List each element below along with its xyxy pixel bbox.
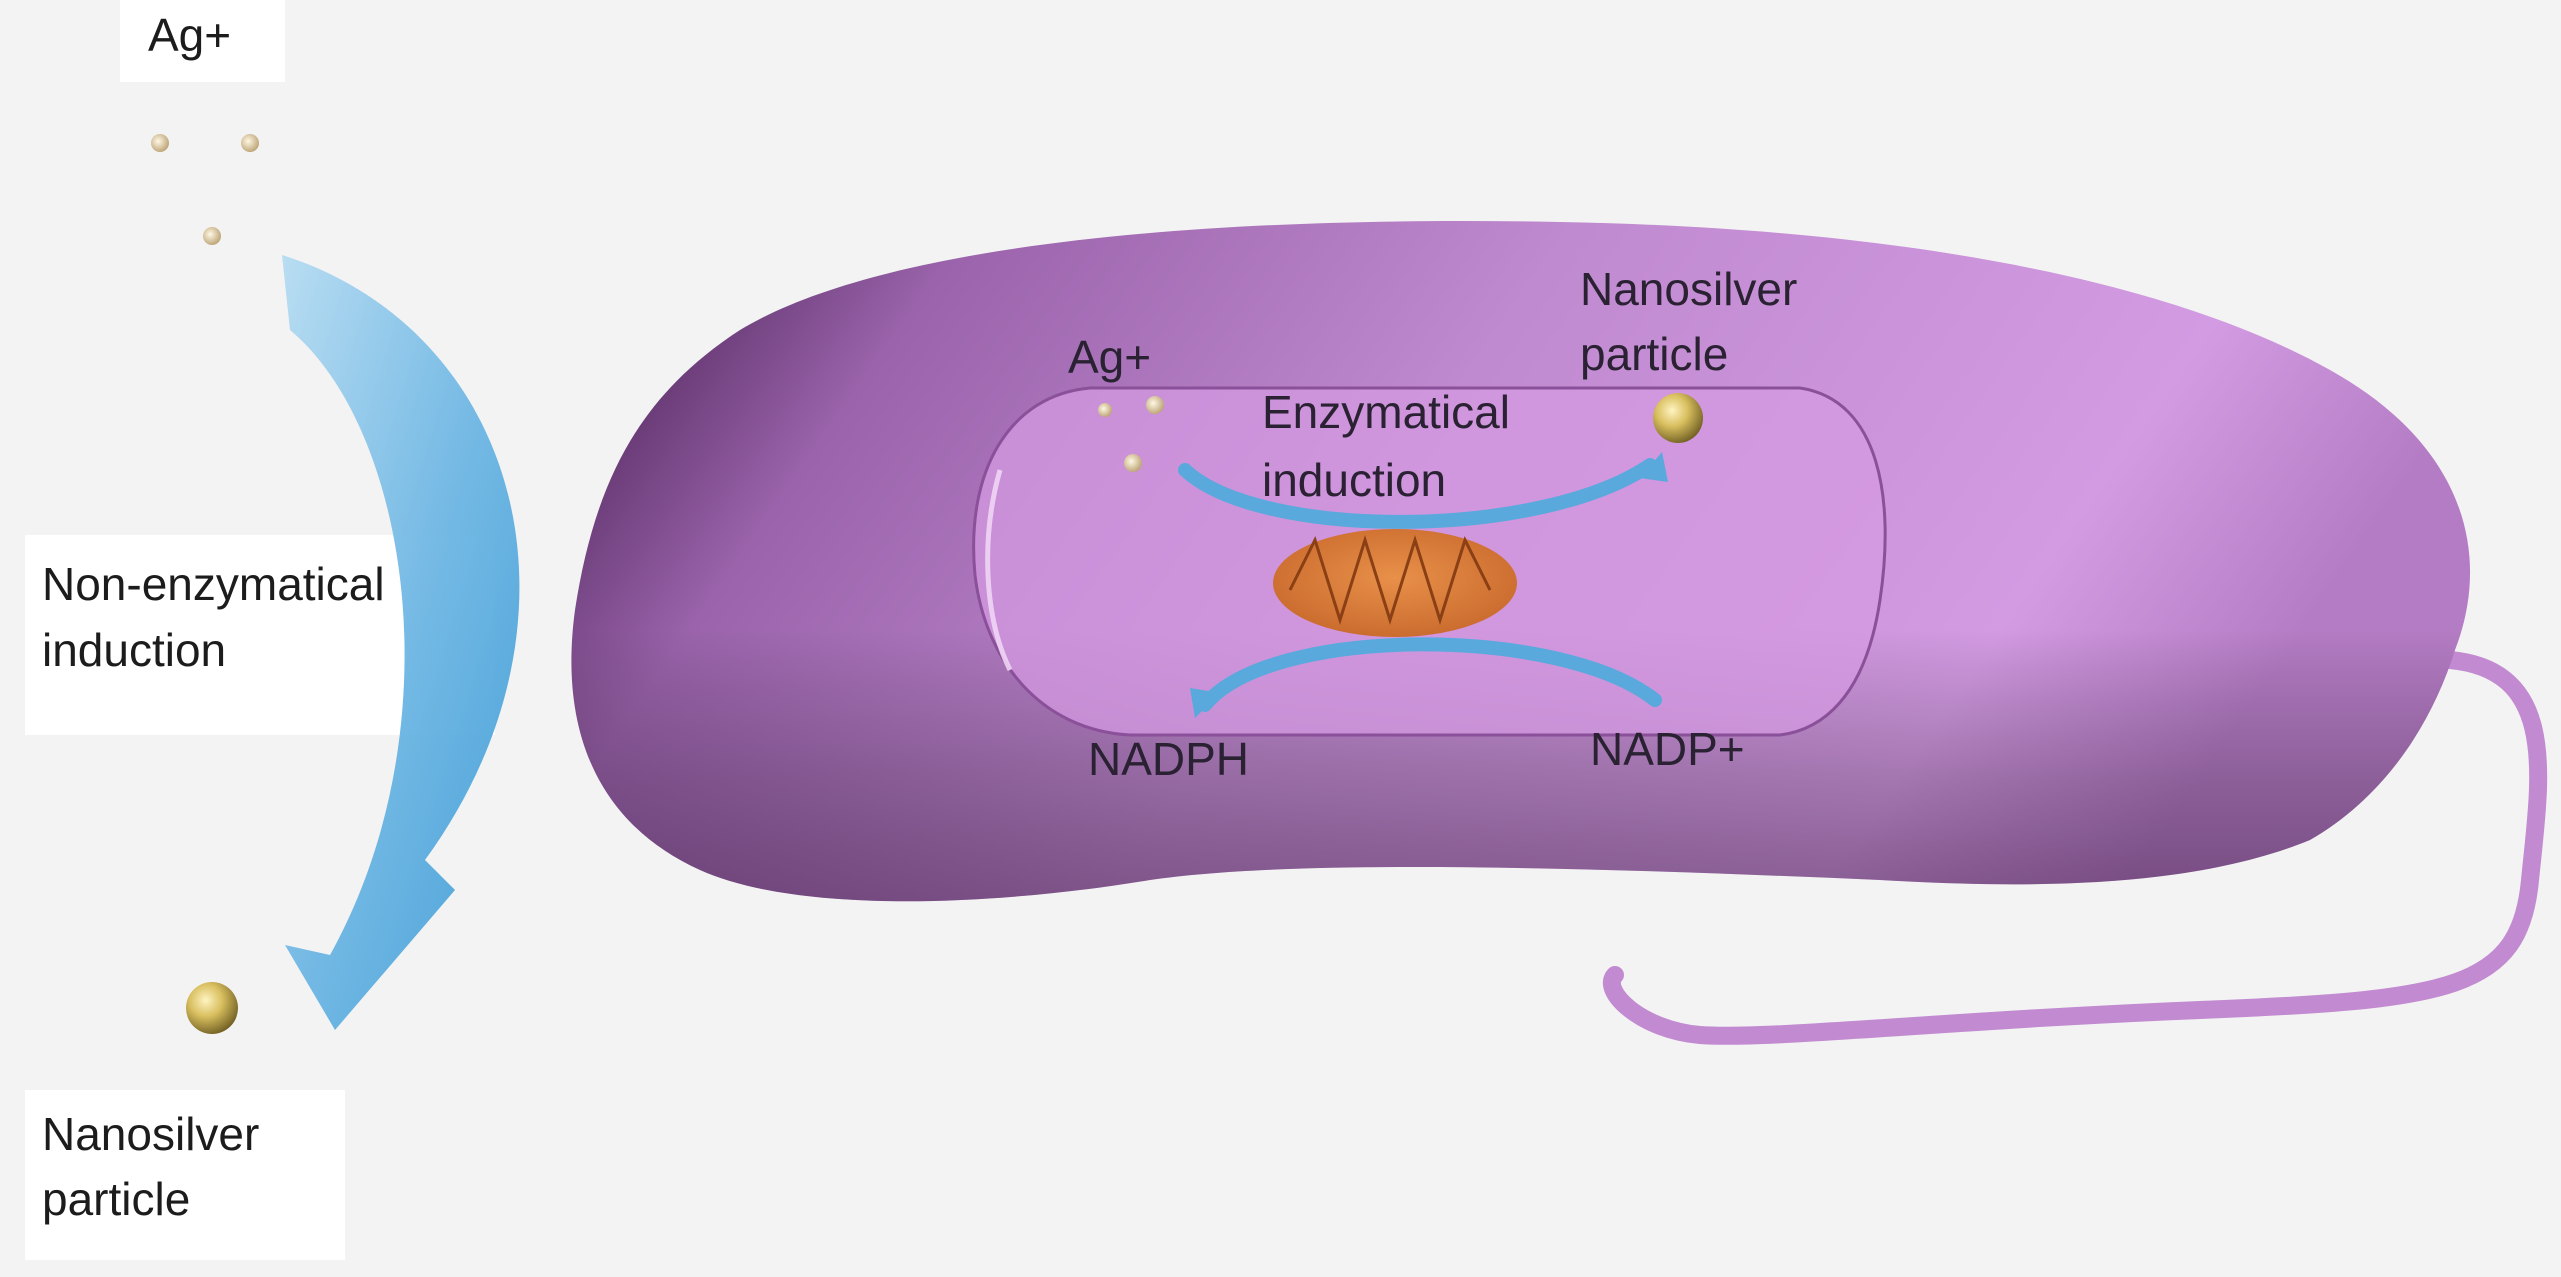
- enzymatical-arrow-upper: [1178, 458, 1657, 529]
- label-panel-ag-outside: [120, 0, 285, 82]
- ag-ion-outside: [151, 134, 169, 152]
- ag-ion-outside: [241, 134, 259, 152]
- nanosilver-particle-inside: [1653, 393, 1703, 443]
- nanosilver-outside-label-line1: Nanosilver: [42, 1108, 260, 1160]
- enzyme: [1273, 529, 1517, 637]
- ag-ion-outside: [203, 227, 221, 245]
- non-enzymatical-label-line1: Non-enzymatical: [42, 558, 385, 610]
- nadp-plus-label: NADP+: [1590, 723, 1745, 775]
- flagellum: [1602, 651, 2548, 1045]
- ag-ion-inside: [1146, 396, 1164, 414]
- nanosilver-outside-label-line2: particle: [42, 1173, 191, 1225]
- non-enzymatical-label-line2: induction: [42, 624, 227, 676]
- non-enzymatic-arrow: [282, 255, 520, 1030]
- ag-ion-inside: [1098, 403, 1112, 417]
- ag-ion-inside-label: Ag+: [1068, 331, 1152, 383]
- label-panel-nanosilver-outside: [25, 1090, 345, 1260]
- cofactor-arrow-lower: [1198, 637, 1662, 712]
- ag-ion-inside: [1124, 454, 1142, 472]
- enzymatical-label-line1: Enzymatical: [1262, 386, 1510, 438]
- ag-ion-outside-label: Ag+: [148, 9, 232, 61]
- enzymatical-label-line2: induction: [1262, 454, 1447, 506]
- nanosilver-inside-label-line2: particle: [1580, 328, 1729, 380]
- nanosilver-inside-label-line1: Nanosilver: [1580, 263, 1798, 315]
- nanosilver-particle-outside: [186, 982, 238, 1034]
- nadph-label: NADPH: [1088, 733, 1250, 785]
